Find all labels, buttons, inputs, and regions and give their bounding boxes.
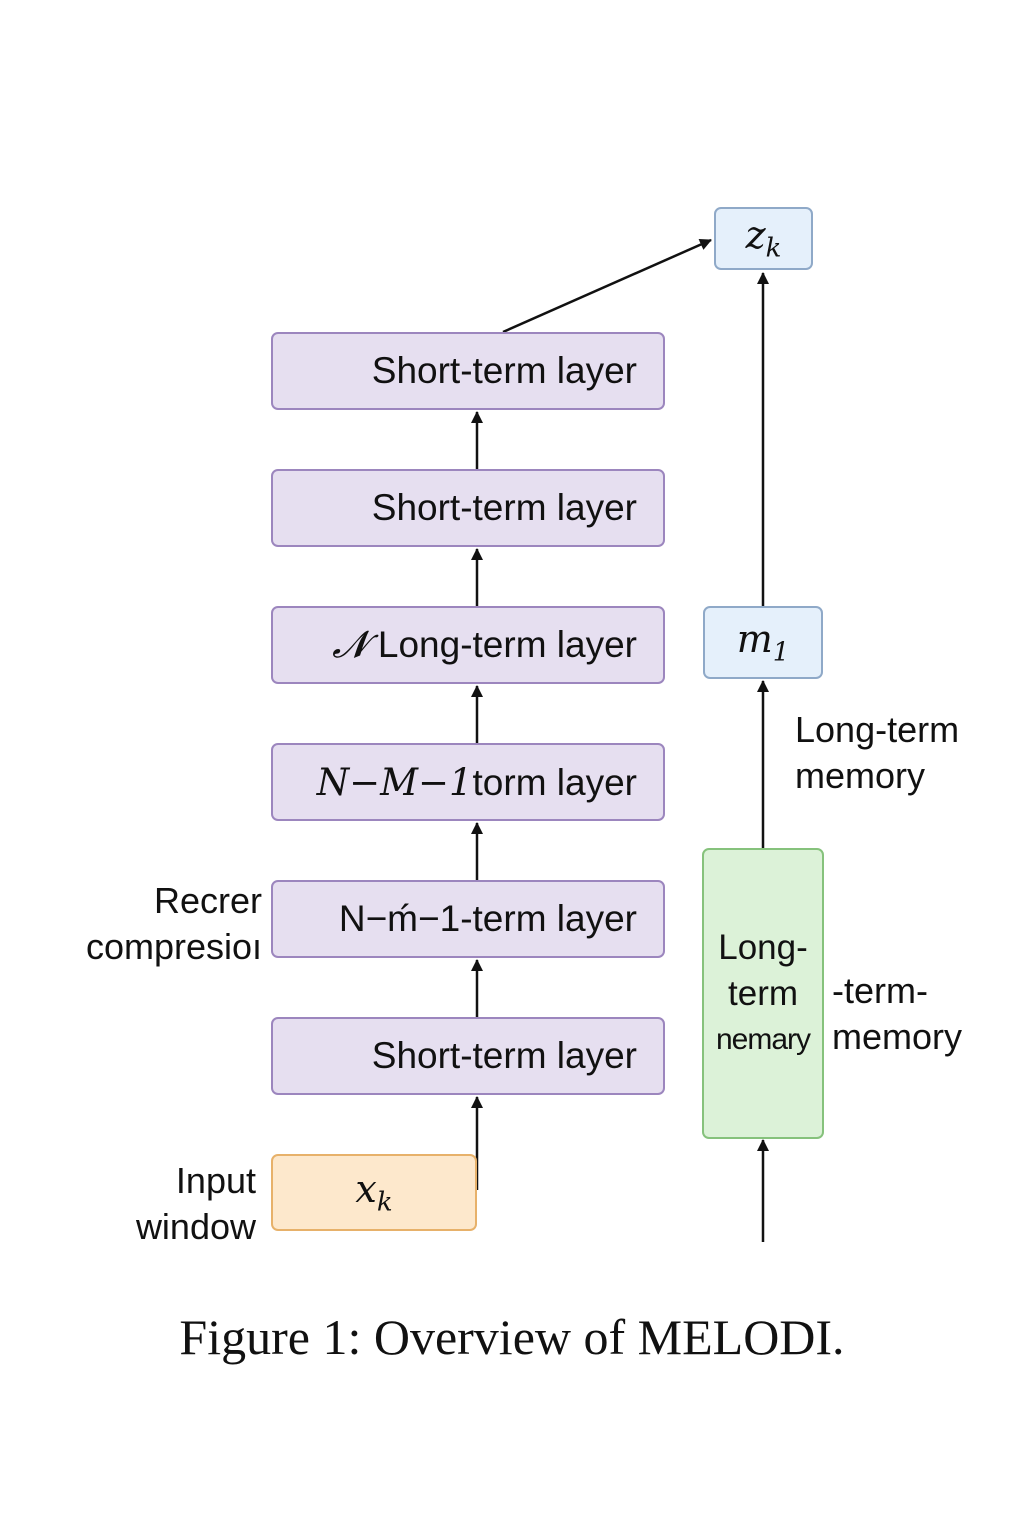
layer-2-label: Short-term layer xyxy=(371,487,637,528)
layer-5-prefix: N−ḿ−1 xyxy=(338,898,461,939)
label-term-line2: memory xyxy=(832,1016,963,1057)
label-long-term-memory: Long-term memory xyxy=(795,707,959,799)
label-recurrent-line1: Recrer xyxy=(153,880,262,921)
output-base: z xyxy=(745,213,766,258)
label-recurrent-line2: compresioı xyxy=(85,926,262,967)
label-input-window: Input window xyxy=(80,1158,256,1250)
input-sub: k xyxy=(376,1187,393,1218)
label-input-line1: Input xyxy=(175,1160,256,1201)
figure-caption: Figure 1: Overview of MELODI. xyxy=(179,1309,845,1365)
output-sub: k xyxy=(765,233,782,264)
memory-node-m1: m1 xyxy=(703,606,823,679)
layer-5-label: -term layer xyxy=(460,898,637,939)
input-symbol: xk xyxy=(355,1167,392,1218)
layer-3-long-term: 𝓝 Long-term layer xyxy=(271,606,665,684)
long-term-memory-block: Long- term nemary xyxy=(702,848,824,1139)
arrow-layer1-to-output xyxy=(502,238,712,334)
memory-symbol: m1 xyxy=(737,617,790,668)
layer-3-prefix: 𝓝 xyxy=(332,623,368,666)
layer-1-short-term: Short-term layer xyxy=(271,332,665,410)
output-symbol: zk xyxy=(746,213,782,264)
layer-3-label: Long-term layer xyxy=(377,624,637,665)
output-node-zk: zk xyxy=(714,207,813,270)
label-input-line2: window xyxy=(135,1206,256,1247)
layer-2-short-term: Short-term layer xyxy=(271,469,665,547)
layer-6-short-term: Short-term layer xyxy=(271,1017,665,1095)
label-term-line1: -term- xyxy=(832,970,928,1011)
layer-4-label: torm layer xyxy=(472,761,637,803)
label-long-term-memory-line2: memory xyxy=(795,755,926,796)
layer-6-label: Short-term layer xyxy=(371,1035,637,1076)
layer-5-nm1-term: N−ḿ−1-term layer xyxy=(271,880,665,958)
block-line-3: nemary xyxy=(715,1022,811,1056)
memory-base: m xyxy=(736,617,773,662)
label-recurrent-compression: Recrer compresioı xyxy=(60,878,262,970)
label-long-term-memory-line1: Long-term xyxy=(795,709,960,750)
layer-4-prefix: N−M−1 xyxy=(316,760,473,804)
memory-sub: 1 xyxy=(772,637,790,668)
block-line-1: Long- xyxy=(718,927,808,967)
layer-4-nm1: N−M−1torm layer xyxy=(271,743,665,821)
input-base: x xyxy=(355,1167,377,1212)
block-line-2: term xyxy=(728,973,798,1013)
layer-1-label: Short-term layer xyxy=(371,350,637,391)
input-node-xk: xk xyxy=(271,1154,477,1231)
label-term-memory: -term- memory xyxy=(832,968,962,1060)
